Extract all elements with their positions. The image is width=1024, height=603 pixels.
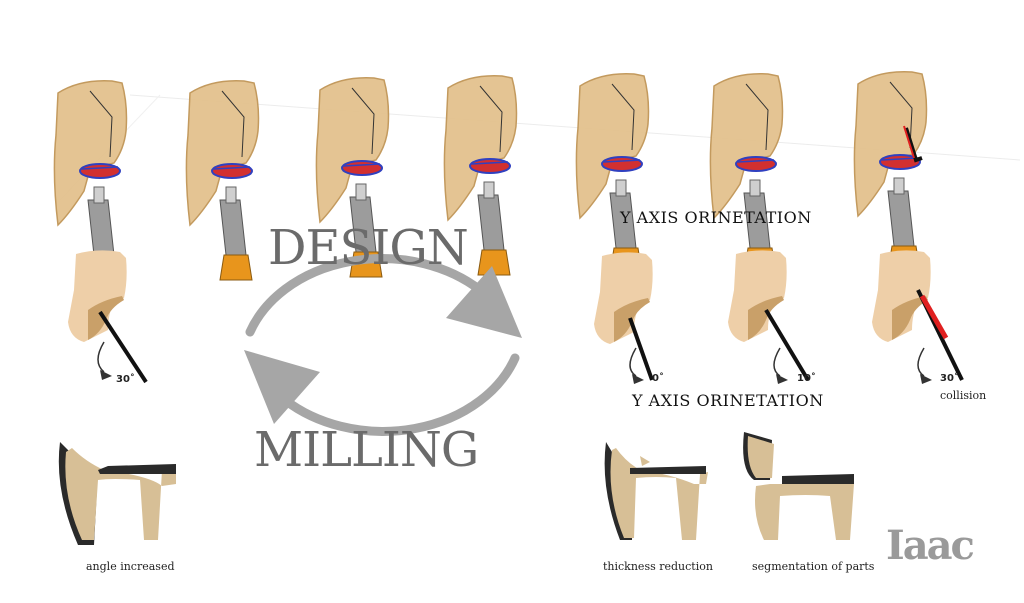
angle-label-left: 30˚ — [116, 374, 135, 385]
block-30deg-collision — [872, 250, 964, 384]
cycle-arrows — [244, 254, 522, 436]
sim-frame-7 — [853, 70, 928, 272]
caption-angle-increased: angle increased — [86, 560, 175, 573]
iaac-logo: Iaac — [886, 522, 975, 569]
chair-segmentation — [743, 432, 854, 540]
sim-frame-1 — [53, 79, 128, 281]
caption-segmentation: segmentation of parts — [752, 560, 875, 573]
sim-frame-6 — [709, 72, 784, 274]
caption-thickness-reduction: thickness reduction — [603, 560, 713, 573]
design-label: DESIGN — [268, 220, 469, 276]
block-0deg — [594, 252, 654, 384]
collision-label: collision — [940, 389, 987, 402]
sim-frame-2 — [185, 79, 260, 281]
block-10deg — [728, 250, 810, 384]
angle-label-30: 30˚ — [940, 373, 959, 384]
angle-label-10: 10˚ — [797, 373, 816, 384]
orientation-title-mid: Y AXIS ORINETATION — [632, 391, 824, 410]
chair-angle-increased — [58, 442, 176, 545]
chair-thickness-reduction — [604, 442, 708, 540]
sim-frame-5 — [575, 72, 650, 274]
orientation-title-top: Y AXIS ORINETATION — [620, 208, 812, 227]
milling-label: MILLING — [254, 422, 479, 478]
angle-label-0: 0˚ — [652, 373, 664, 384]
block-left — [68, 250, 148, 384]
